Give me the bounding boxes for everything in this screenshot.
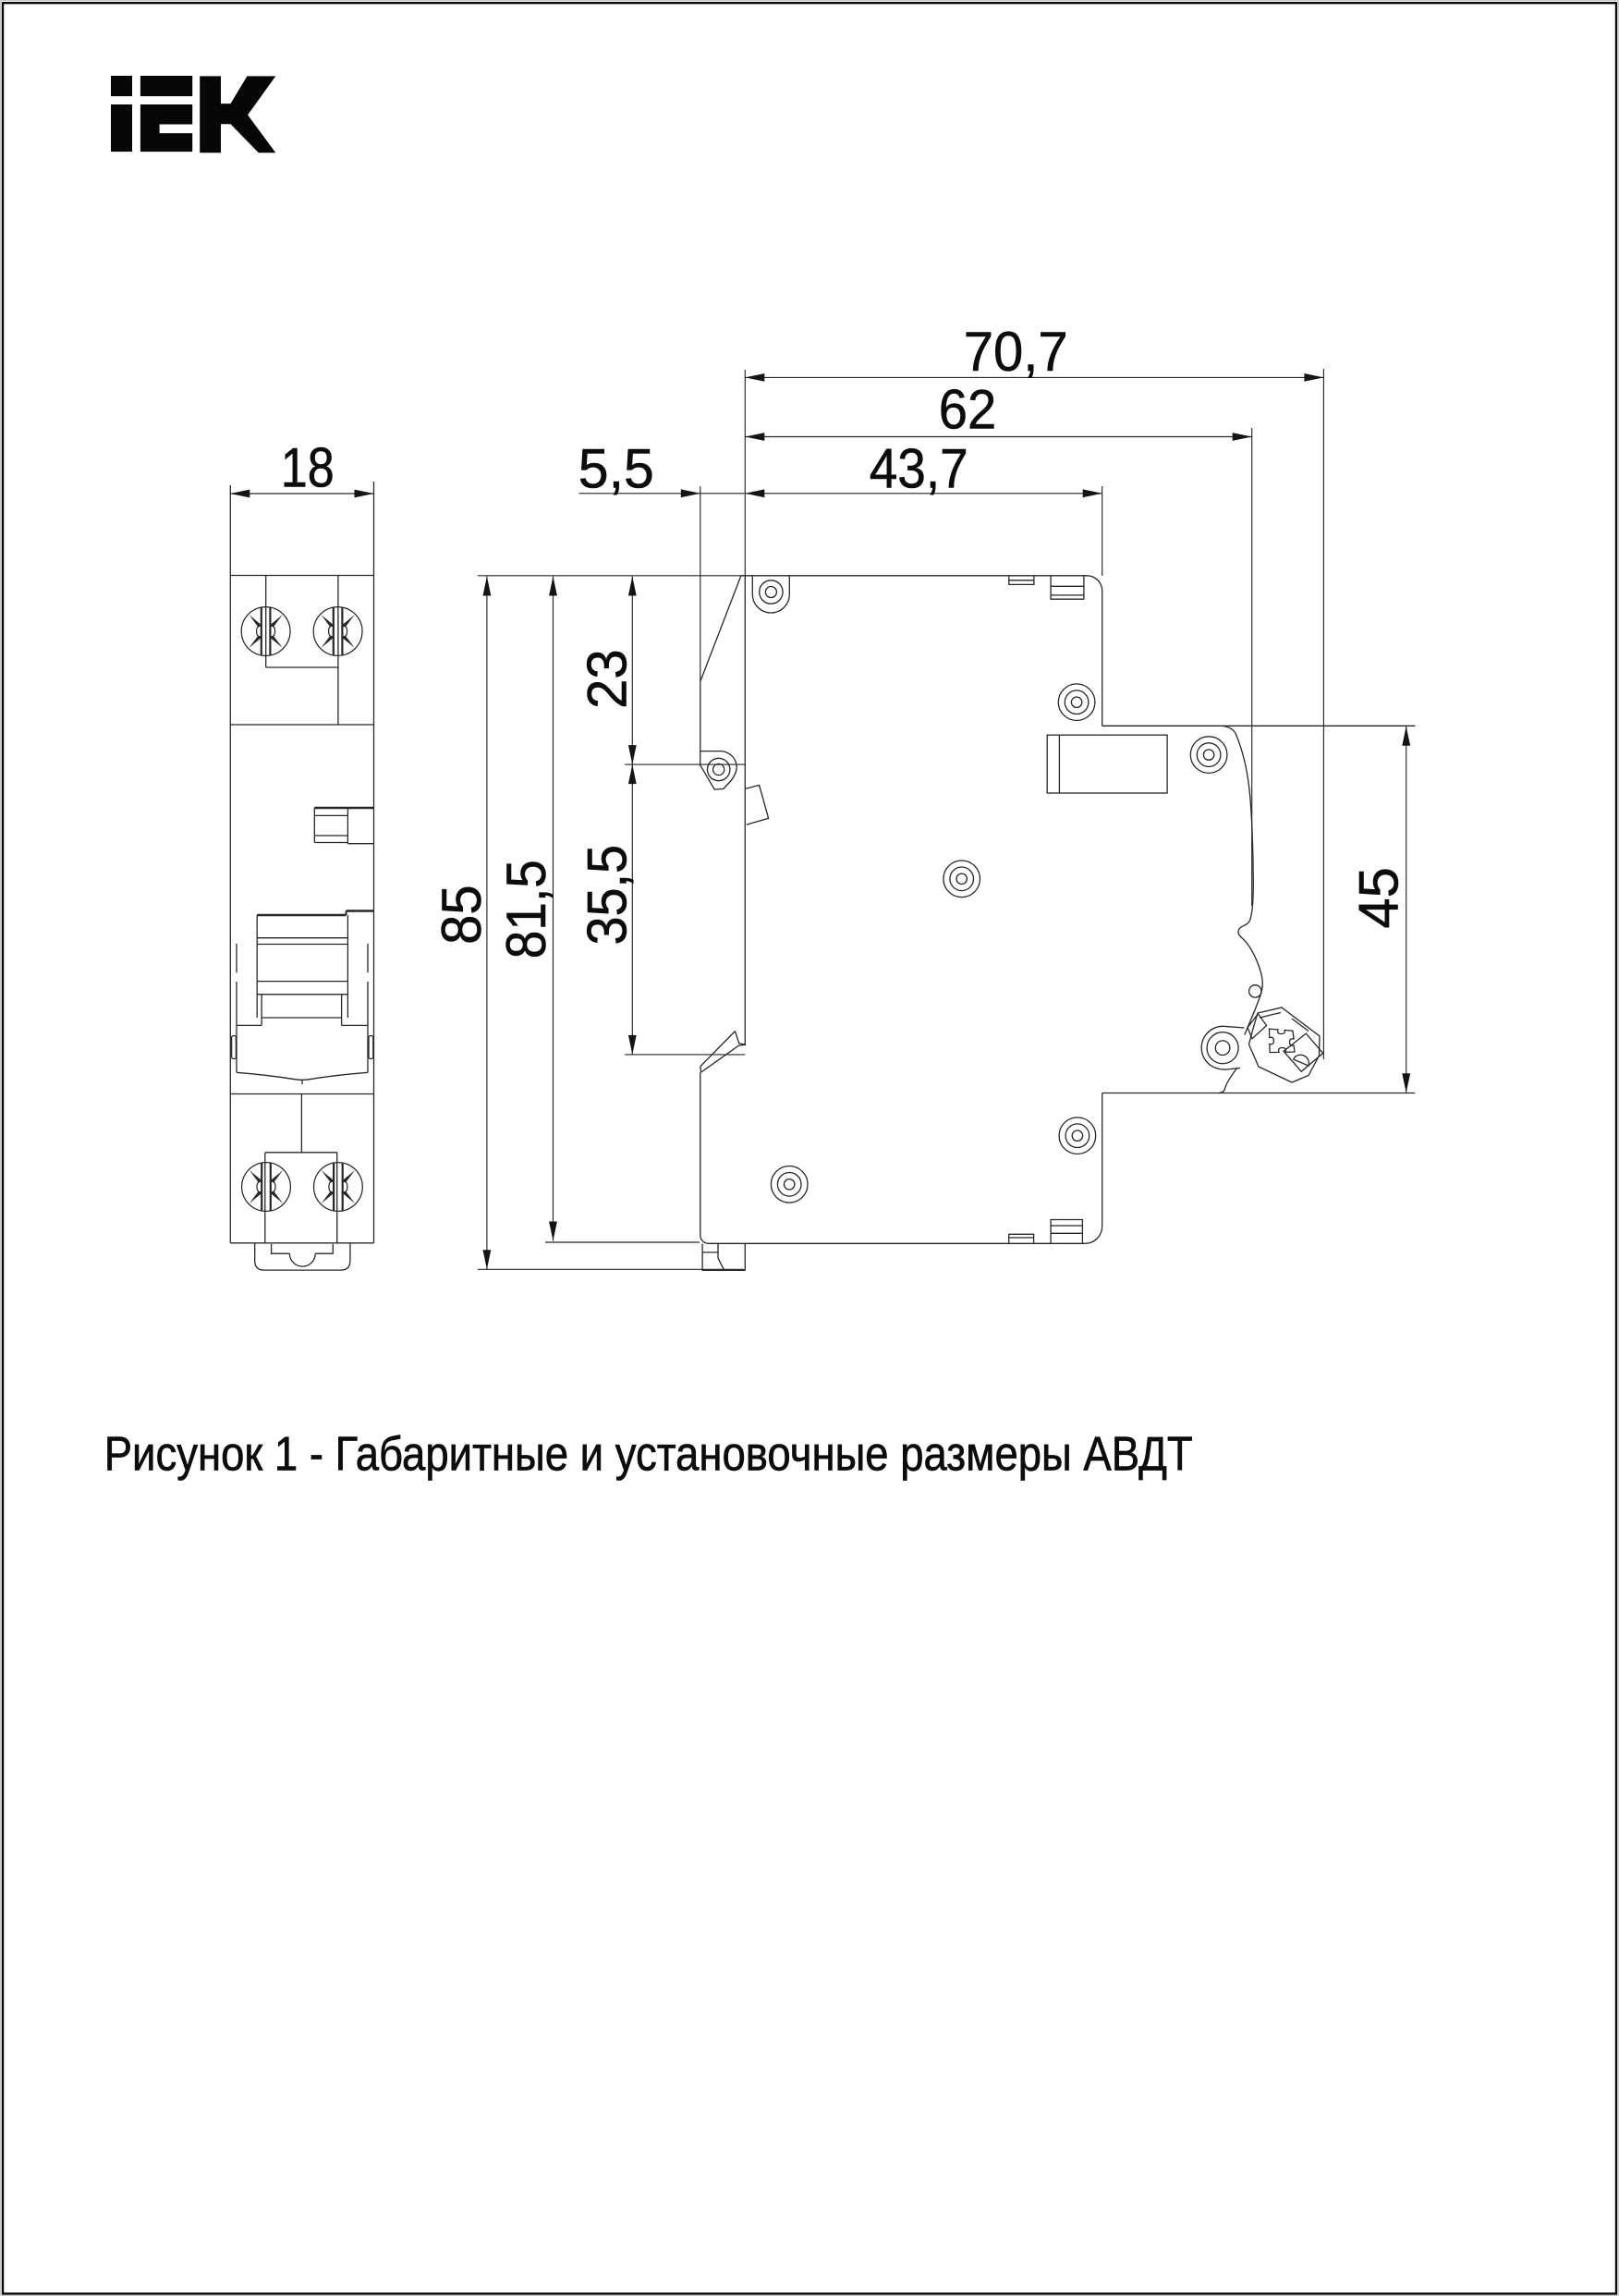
svg-text:70,7: 70,7: [964, 321, 1068, 383]
svg-text:62: 62: [939, 379, 997, 441]
svg-text:43,7: 43,7: [870, 438, 968, 500]
svg-text:23: 23: [576, 649, 638, 709]
svg-text:81,5: 81,5: [495, 860, 557, 959]
svg-text:35,5: 35,5: [576, 845, 638, 946]
svg-text:5,5: 5,5: [578, 438, 654, 500]
svg-text:45: 45: [1347, 867, 1409, 929]
svg-text:Рисунок 1 - Габаритные и устан: Рисунок 1 - Габаритные и установочные ра…: [104, 1428, 1193, 1482]
svg-text:85: 85: [431, 885, 493, 945]
svg-text:18: 18: [281, 437, 335, 499]
